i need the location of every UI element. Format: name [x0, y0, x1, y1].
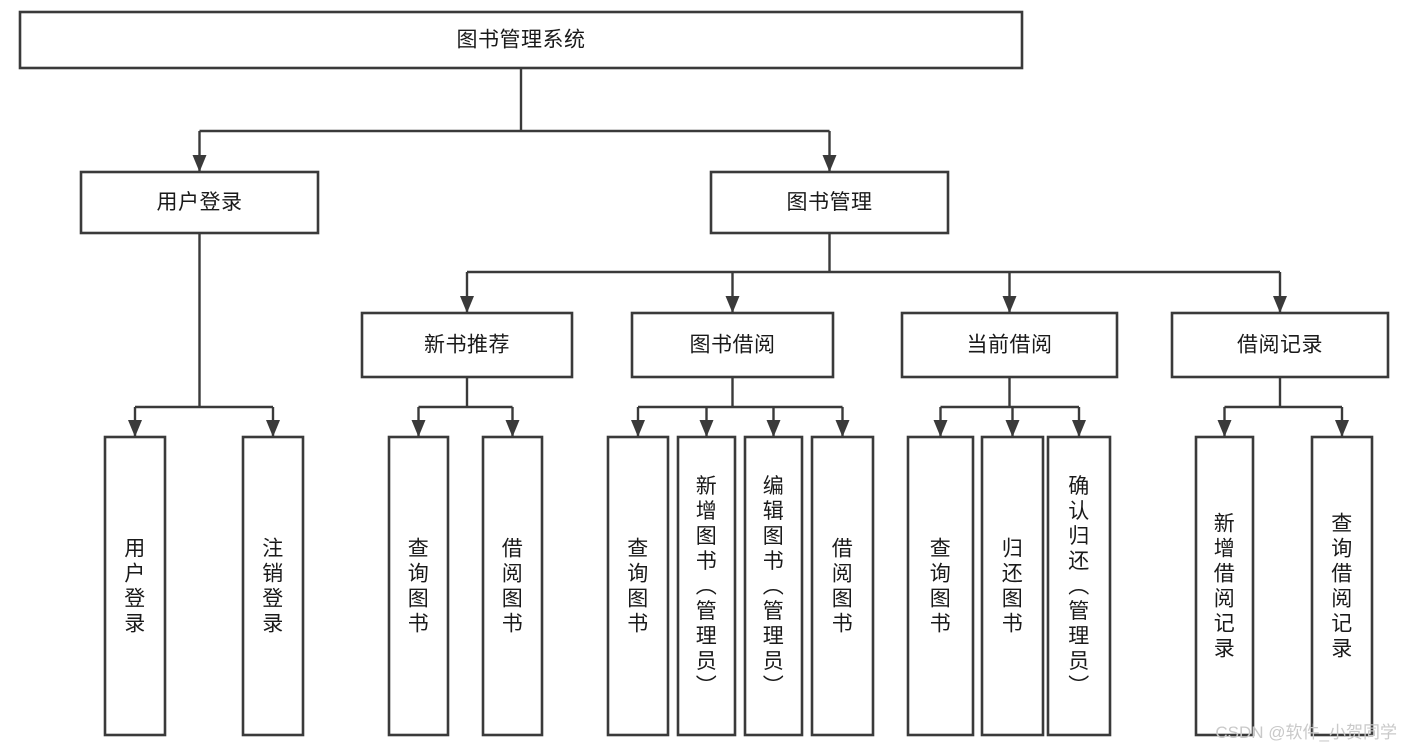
- node-leaf_9[interactable]: 归还图书: [980, 435, 1045, 737]
- node-box: [1194, 435, 1255, 737]
- node-l1_0[interactable]: 用户登录: [79, 170, 320, 235]
- edges-layer: [128, 68, 1349, 437]
- edge-group-root: [192, 68, 837, 172]
- node-box: [1046, 435, 1112, 737]
- node-leaf_0[interactable]: 用户登录: [103, 435, 167, 737]
- node-leaf_6[interactable]: 编辑图书︵管理员︶: [743, 435, 804, 737]
- node-box: [630, 311, 835, 379]
- node-label: 注销登录: [262, 538, 284, 636]
- node-box: [241, 435, 305, 737]
- nodes-layer: 图书管理系统用户登录图书管理新书推荐图书借阅当前借阅借阅记录用户登录注销登录查询…: [18, 10, 1390, 737]
- node-box: [900, 311, 1119, 379]
- node-label: 查询图书: [627, 538, 649, 636]
- node-box: [1170, 311, 1390, 379]
- node-leaf_5[interactable]: 新增图书︵管理员︶: [676, 435, 737, 737]
- node-box: [743, 435, 804, 737]
- node-leaf_2[interactable]: 查询图书: [387, 435, 450, 737]
- node-box: [79, 170, 320, 235]
- node-label: 新书推荐: [424, 334, 510, 357]
- node-leaf_11[interactable]: 新增借阅记录: [1194, 435, 1255, 737]
- node-label: 图书管理系统: [457, 29, 586, 52]
- node-box: [481, 435, 544, 737]
- node-label: 新增图书︵管理员︶: [696, 475, 718, 698]
- csdn-watermark: CSDN @软件_小贺同学: [1215, 723, 1397, 742]
- edge-group-l2_1: [631, 377, 850, 437]
- node-box: [387, 435, 450, 737]
- node-box: [709, 170, 950, 235]
- node-label: 查询图书: [408, 538, 430, 636]
- node-label: 用户登录: [157, 191, 243, 214]
- edge-group-l2_2: [933, 377, 1086, 437]
- node-leaf_3[interactable]: 借阅图书: [481, 435, 544, 737]
- node-label: 借阅记录: [1237, 334, 1323, 357]
- node-box: [810, 435, 875, 737]
- node-root[interactable]: 图书管理系统: [18, 10, 1024, 70]
- node-box: [606, 435, 670, 737]
- node-box: [906, 435, 975, 737]
- node-label: 确认归还︵管理员︶: [1068, 475, 1090, 698]
- node-box: [18, 10, 1024, 70]
- node-label: 查询借阅记录: [1331, 513, 1353, 661]
- node-label: 当前借阅: [967, 334, 1053, 357]
- edge-group-l2_3: [1217, 377, 1349, 437]
- node-leaf_4[interactable]: 查询图书: [606, 435, 670, 737]
- node-leaf_8[interactable]: 查询图书: [906, 435, 975, 737]
- node-label: 查询图书: [930, 538, 952, 636]
- edge-group-l2_0: [411, 377, 520, 437]
- node-label: 新增借阅记录: [1214, 513, 1236, 661]
- node-label: 图书借阅: [690, 334, 776, 357]
- edge-group-l1_0: [128, 233, 280, 437]
- node-leaf_7[interactable]: 借阅图书: [810, 435, 875, 737]
- node-box: [103, 435, 167, 737]
- node-leaf_1[interactable]: 注销登录: [241, 435, 305, 737]
- node-l1_1[interactable]: 图书管理: [709, 170, 950, 235]
- node-l2_0[interactable]: 新书推荐: [360, 311, 574, 379]
- node-leaf_12[interactable]: 查询借阅记录: [1310, 435, 1374, 737]
- node-box: [980, 435, 1045, 737]
- node-l2_1[interactable]: 图书借阅: [630, 311, 835, 379]
- edge-group-l1_1: [460, 233, 1287, 313]
- node-box: [676, 435, 737, 737]
- node-box: [360, 311, 574, 379]
- node-box: [1310, 435, 1374, 737]
- node-l2_3[interactable]: 借阅记录: [1170, 311, 1390, 379]
- node-label: 归还图书: [1002, 538, 1024, 636]
- node-label: 借阅图书: [502, 538, 524, 636]
- node-l2_2[interactable]: 当前借阅: [900, 311, 1119, 379]
- node-leaf_10[interactable]: 确认归还︵管理员︶: [1046, 435, 1112, 737]
- node-label: 用户登录: [124, 538, 146, 636]
- node-label: 编辑图书︵管理员︶: [763, 475, 785, 698]
- node-label: 借阅图书: [832, 538, 854, 636]
- node-label: 图书管理: [787, 191, 873, 214]
